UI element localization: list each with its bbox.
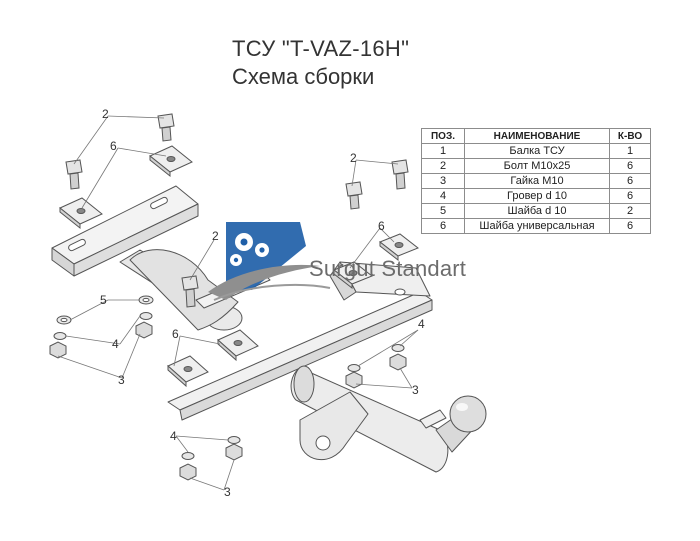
cell-qty: 6 xyxy=(609,218,651,234)
callout-bolt-center: 2 xyxy=(212,229,219,243)
washer-left xyxy=(56,295,154,325)
bolt-top-left xyxy=(157,113,175,142)
plate-top-left-2 xyxy=(59,197,103,230)
leader-lines xyxy=(57,115,419,491)
plate-center-2 xyxy=(167,355,209,388)
callout-plate-top-left: 6 xyxy=(110,139,117,153)
plate-center xyxy=(217,329,259,362)
callout-nut-right: 3 xyxy=(412,383,419,397)
callout-grover-left: 4 xyxy=(112,337,119,351)
table-row: 3 Гайка М10 6 xyxy=(421,173,651,189)
callout-grover-bottom: 4 xyxy=(170,429,177,443)
plate-right-2 xyxy=(333,261,373,290)
bolt-right xyxy=(391,159,409,190)
plate-right xyxy=(379,233,419,262)
parts-table: ПОЗ. НАИМЕНОВАНИЕ К-ВО 1 Балка ТСУ 1 2 Б… xyxy=(421,128,651,234)
table-row: 2 Болт М10х25 6 xyxy=(421,158,651,174)
table-row: 4 Гровер d 10 6 xyxy=(421,188,651,204)
diagram-title: ТСУ "T-VAZ-16H" xyxy=(232,36,410,61)
bolt-right-2 xyxy=(345,181,363,210)
bolt-top-left-2 xyxy=(65,159,83,190)
callout-plate-right: 6 xyxy=(378,219,385,233)
diagram-subtitle: Схема сборки xyxy=(232,64,375,89)
plate-top-left xyxy=(149,145,193,178)
callout-bolt-top-left: 2 xyxy=(102,107,109,121)
callout-nut-bottom: 3 xyxy=(224,485,231,499)
cell-name: Шайба универсальная xyxy=(464,218,610,234)
brand-watermark-text: Surgut Standart xyxy=(309,256,467,281)
nut-bottom xyxy=(179,443,243,481)
callout-nut-left: 3 xyxy=(118,373,125,387)
nut-left xyxy=(49,321,153,359)
grover-right xyxy=(347,344,405,372)
callout-bolt-right: 2 xyxy=(350,151,357,165)
callout-grover-right: 4 xyxy=(418,317,425,331)
bolt-center xyxy=(181,275,199,308)
brand-logo xyxy=(208,222,331,301)
table-row: 6 Шайба универсальная 6 xyxy=(421,218,651,234)
grover-left xyxy=(53,312,153,340)
car-swoosh-icon xyxy=(208,264,320,300)
callout-plate-center: 6 xyxy=(172,327,179,341)
callout-washer-left: 5 xyxy=(100,293,107,307)
